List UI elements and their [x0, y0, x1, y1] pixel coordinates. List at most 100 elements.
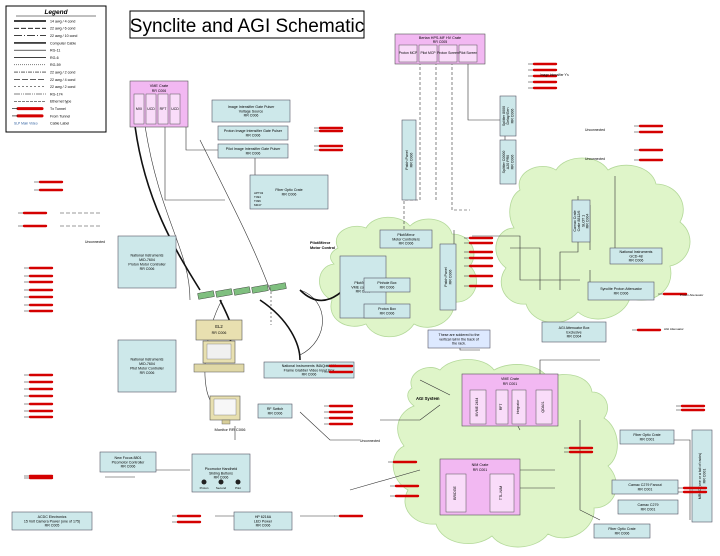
pilot-mirror-vme-box-line: VME controller	[351, 285, 375, 289]
legend-item: RG-59	[50, 63, 61, 67]
vme-crate-top-title: VME Crate	[150, 84, 169, 88]
ni-gpib-box-line: RR C006	[629, 259, 644, 263]
agi-attenuator-box-line: AGI Attenuator Box	[559, 326, 590, 330]
patch-panel-top-box-line: RR C006	[409, 153, 413, 168]
bertan-slot-4: Pilot Screen	[459, 51, 477, 55]
proton-gate-pulser-box-line: Proton Image Intensifier Gate Pulser	[224, 129, 283, 133]
mrcc-rail-box-line: RR C001	[702, 469, 706, 484]
picomotor-button[interactable]	[201, 479, 207, 485]
synclite-attenuator-box-line: RR C006	[614, 292, 629, 296]
patch-panel-top-box-line: Patch Panel	[405, 150, 409, 170]
vme-agi-slot-4: QOA01	[541, 401, 545, 412]
ni-proton-motor-box-line: RR C006	[140, 267, 155, 271]
legend-item: Computer Cable	[50, 41, 76, 45]
fiber-optic-crate-bottom-box-line: RR C006	[615, 532, 630, 536]
splitter-b-box-line: Splitter C0000	[502, 151, 506, 174]
vme-crate-agi: VME Crate RR C001 MVME 2434 RFT Integrat…	[461, 373, 559, 427]
splitter-a-box-line: Splitter 8000	[502, 106, 506, 126]
hp-led-power-box-line: LED Power	[254, 519, 273, 523]
network-switches	[197, 282, 287, 300]
proton-box-line: RR C006	[380, 312, 395, 316]
picomotor-button[interactable]	[235, 479, 241, 485]
mrcc-rail-box-line: MRCC (one or a tail of racks)	[698, 453, 702, 500]
ni-proton-motor-box-line: MID-7604	[139, 258, 155, 262]
rack-note-box-line: the rack.	[452, 342, 466, 346]
legend-item: Cable Label	[50, 122, 69, 126]
vme-agi-slot-1: MVME 2434	[475, 398, 479, 417]
pilot-mirror-section-label: Motor Control	[310, 246, 335, 250]
proton-box-line: Proton Box	[378, 307, 396, 311]
fiber-port-label: APT43	[254, 191, 264, 195]
ni-pilot-motor-box-line: RR C006	[140, 371, 155, 375]
rack-note-box-line: vertical rail in the back of	[439, 337, 479, 341]
hp-led-power-box-line: HP 6216A	[255, 515, 272, 519]
pilot-mirror-ctrl-box-line: Motor Controllers	[392, 237, 420, 241]
ni-pilot-motor-box-line: MID-7604	[139, 362, 155, 366]
camac-c279-fanout-box-line: RR C001	[638, 488, 653, 492]
camac-crate-box-line: RR C004	[586, 214, 590, 229]
pilot-gate-pulser-box-line: RR C006	[246, 152, 261, 156]
picomotor-button-label: Proton	[200, 486, 209, 490]
legend-item: 22 awg / 10 cond	[50, 34, 77, 38]
vme-agi-slot-2: RFT	[499, 404, 503, 411]
agi-system-label: AGI System	[416, 396, 440, 401]
legend-item: RG-174	[50, 92, 63, 96]
legend-item: RG-6	[50, 56, 59, 60]
ni-frame-grabber-box-line: RR C006	[302, 373, 317, 377]
vme-agi-title: VME Crate	[501, 377, 519, 381]
hp-led-power-box-line: RR C006	[256, 524, 271, 528]
acdc-power-box-line: ACDC Electronics	[38, 515, 67, 519]
pilot-gate-pulser-box-line: Pilot Image Intensifier Gate Pulser	[226, 147, 281, 151]
legend-title: Legend	[44, 9, 68, 16]
pinhole-box-line: Pinhole Box	[377, 281, 396, 285]
camac-c279-fanout-box-line: Camac C279 Fanout	[628, 483, 661, 487]
pilot-mirror-section-label: Pilot/Mirror	[310, 241, 331, 245]
legend-item: RG-11	[50, 49, 60, 53]
legend-item: 22 awg / 2 cond	[50, 85, 75, 89]
nim-title: NIM Crate	[472, 463, 489, 467]
vme-slot-4: UCD	[171, 107, 179, 111]
bertan-slot-1: Proton MCP	[399, 51, 418, 55]
vme-slot-1: MXI	[136, 107, 142, 111]
picomotor-handheld-box-line: Sliding Buttons	[209, 471, 233, 475]
ni-frame-grabber-box-line: Frame Grabber Video Input Box	[284, 368, 335, 372]
bertan-slot-3: Proton Screen	[437, 51, 459, 55]
agi-attenuator-out-label: AGI Attenuator	[664, 327, 684, 331]
acdc-power-box-line: RR C005	[45, 524, 60, 528]
fiber-port-label: M047	[254, 203, 262, 207]
camac-crate-box-line: Camac Crate	[573, 210, 577, 231]
ni-pilot-motor-box-line: National Instruments	[131, 358, 164, 362]
agi-attenuator-box-line: Exclusive	[566, 330, 581, 334]
image-intensifier-gate-box-line: RR C006	[244, 114, 259, 118]
unconnected-label-3: Unconnected	[585, 157, 605, 161]
nim-slot-2: TTL-NIM	[499, 486, 503, 500]
ni-gpib-box-line: National Instruments	[620, 250, 653, 254]
image-intensifier-gate-box-line: Image Intensifier Gate Pulser	[228, 105, 275, 109]
splitter-b-box-line: RR C006	[510, 155, 514, 170]
camac-crate-box-line: Crate 8812/6	[577, 211, 581, 232]
fiber-optic-crate-agi-box-line: Fiber Optic Crate	[633, 433, 660, 437]
picomotor-button[interactable]	[218, 479, 224, 485]
unconnected-label-1: Unconnected	[85, 240, 105, 244]
image-intensifier-gate-box-line: Voltage Source	[239, 109, 263, 113]
fiber-optic-crate-agi-box-line: RR C001	[640, 438, 655, 442]
rf-switch-box-line: RR C006	[268, 412, 283, 416]
bertan-sub: RR C005	[433, 40, 447, 44]
cloud-right	[495, 157, 691, 324]
proton-gate-pulser-box-line: RR C006	[246, 134, 261, 138]
picomotor-button-label: Pilot	[235, 486, 241, 490]
